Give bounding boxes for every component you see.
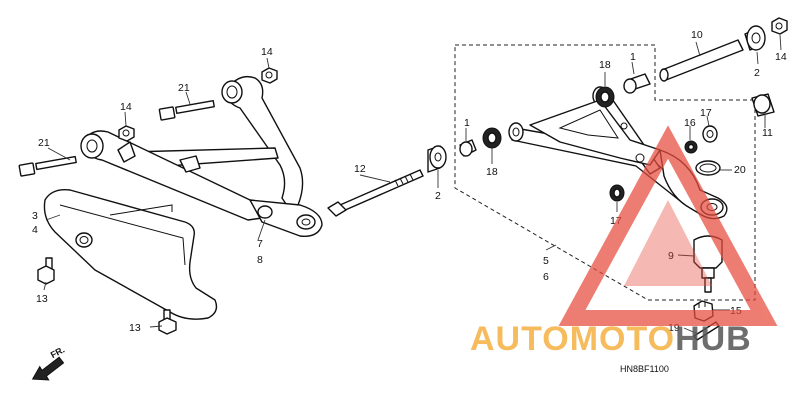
callout-3: 3 xyxy=(32,210,38,222)
callout-1-front: 1 xyxy=(464,117,470,129)
leader-lines xyxy=(43,34,782,335)
callout-14-left: 14 xyxy=(120,101,132,113)
bushing-18-rear xyxy=(595,86,615,108)
callout-21-upper: 21 xyxy=(178,82,190,94)
watermark-part2: HUB xyxy=(675,320,752,358)
callout-8: 8 xyxy=(257,254,263,266)
dust-seal-17-left xyxy=(609,184,625,202)
callout-14-right: 14 xyxy=(775,51,787,63)
pivot-bolt-12 xyxy=(327,169,424,217)
collar-2-center xyxy=(427,145,447,173)
bushing-1-rear xyxy=(623,73,651,94)
front-direction-marker: FR. xyxy=(31,344,66,381)
nut-14-left xyxy=(118,125,135,142)
callout-10: 10 xyxy=(691,29,703,41)
callout-13-left: 13 xyxy=(36,293,48,305)
callout-14-top: 14 xyxy=(261,46,273,58)
callout-13-bottom: 13 xyxy=(129,322,141,334)
figure-code: HN8BF1100 xyxy=(620,364,669,374)
callout-20: 20 xyxy=(734,164,746,176)
callout-16: 16 xyxy=(684,117,696,129)
collar-2-right xyxy=(744,25,766,51)
callout-11: 11 xyxy=(762,127,773,139)
skid-guard-plate xyxy=(43,189,218,320)
callout-17-right: 17 xyxy=(700,107,712,119)
callout-2-right: 2 xyxy=(754,67,760,79)
bushing-1-front xyxy=(459,139,477,157)
bushing-16 xyxy=(684,140,698,154)
svg-text:AUTOMOTOHUB: AUTOMOTOHUB xyxy=(470,320,752,358)
bolt-21-upper xyxy=(158,100,215,121)
callout-7: 7 xyxy=(257,238,263,250)
bolt-21-lower xyxy=(18,155,77,177)
circlip-20 xyxy=(695,160,721,176)
nut-14-right xyxy=(771,17,788,35)
front-label: FR. xyxy=(49,344,66,360)
callout-4: 4 xyxy=(32,224,38,236)
callout-6: 6 xyxy=(543,271,549,283)
callout-21-lower: 21 xyxy=(38,137,50,149)
dust-seal-17-right xyxy=(702,125,718,143)
callout-18-front: 18 xyxy=(486,166,498,178)
callout-19: 19 xyxy=(668,322,680,334)
callout-2-center: 2 xyxy=(435,190,441,202)
nut-14-top xyxy=(261,67,278,84)
dust-seal-11 xyxy=(751,93,775,117)
watermark: AUTOMOTOHUB xyxy=(470,125,778,358)
front-arrow-icon xyxy=(31,356,65,381)
bolt-13-bottom xyxy=(158,309,177,335)
callout-12: 12 xyxy=(354,163,366,175)
callout-5: 5 xyxy=(543,255,549,267)
bushing-18-front xyxy=(482,127,502,149)
callout-1-rear: 1 xyxy=(630,51,636,63)
bolt-13-left xyxy=(37,257,55,285)
warning-triangle-logo-icon xyxy=(558,125,778,326)
upper-arm xyxy=(80,75,323,237)
callout-9: 9 xyxy=(668,250,674,262)
callout-18-rear: 18 xyxy=(599,59,611,71)
pivot-pipe-10 xyxy=(659,39,744,82)
watermark-part1: AUTOMOTO xyxy=(470,320,675,358)
